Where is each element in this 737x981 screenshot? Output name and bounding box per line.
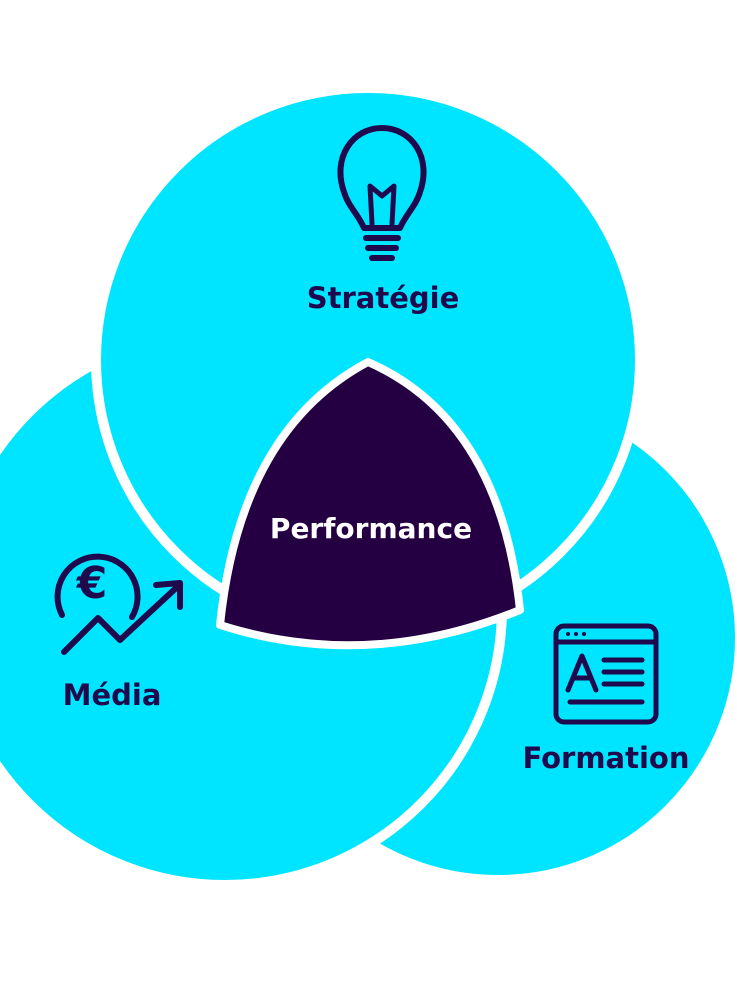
- label-strategie: Stratégie: [307, 281, 460, 315]
- label-formation: Formation: [522, 741, 689, 775]
- label-performance: Performance: [270, 512, 472, 545]
- label-media: Média: [63, 678, 162, 712]
- lightbulb-icon: [337, 125, 427, 261]
- svg-text:€: €: [76, 558, 108, 609]
- euro-growth-icon: €: [54, 553, 183, 655]
- document-window-icon: [553, 623, 659, 725]
- performance-intersection: [216, 358, 524, 650]
